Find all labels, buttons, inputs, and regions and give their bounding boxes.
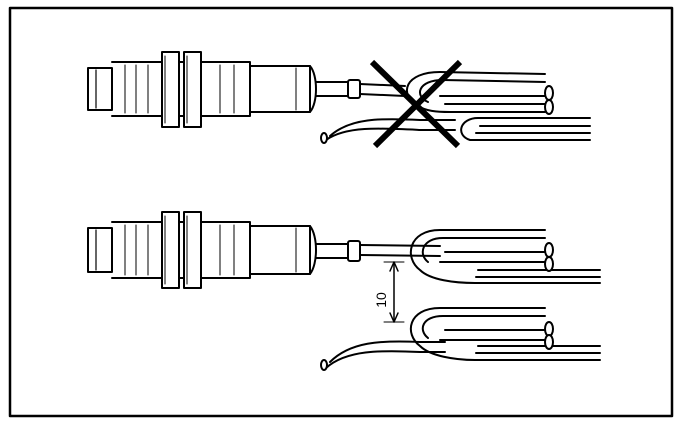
wiring-bundle-lower bbox=[320, 307, 601, 371]
mounting-nut bbox=[183, 211, 202, 289]
not-allowed-cross-icon bbox=[369, 59, 463, 149]
wiring-bundle-incorrect bbox=[320, 71, 591, 144]
sensor-incorrect bbox=[87, 51, 406, 128]
sensor-correct bbox=[87, 211, 441, 289]
mounting-nut bbox=[183, 51, 202, 128]
wiring-bundle-upper bbox=[409, 229, 601, 284]
spacing-value: 10 bbox=[373, 292, 389, 308]
outer-frame bbox=[8, 6, 674, 418]
mounting-nut bbox=[161, 51, 180, 128]
mounting-nut bbox=[161, 211, 180, 289]
spacing-dimension: 10 bbox=[373, 261, 405, 323]
